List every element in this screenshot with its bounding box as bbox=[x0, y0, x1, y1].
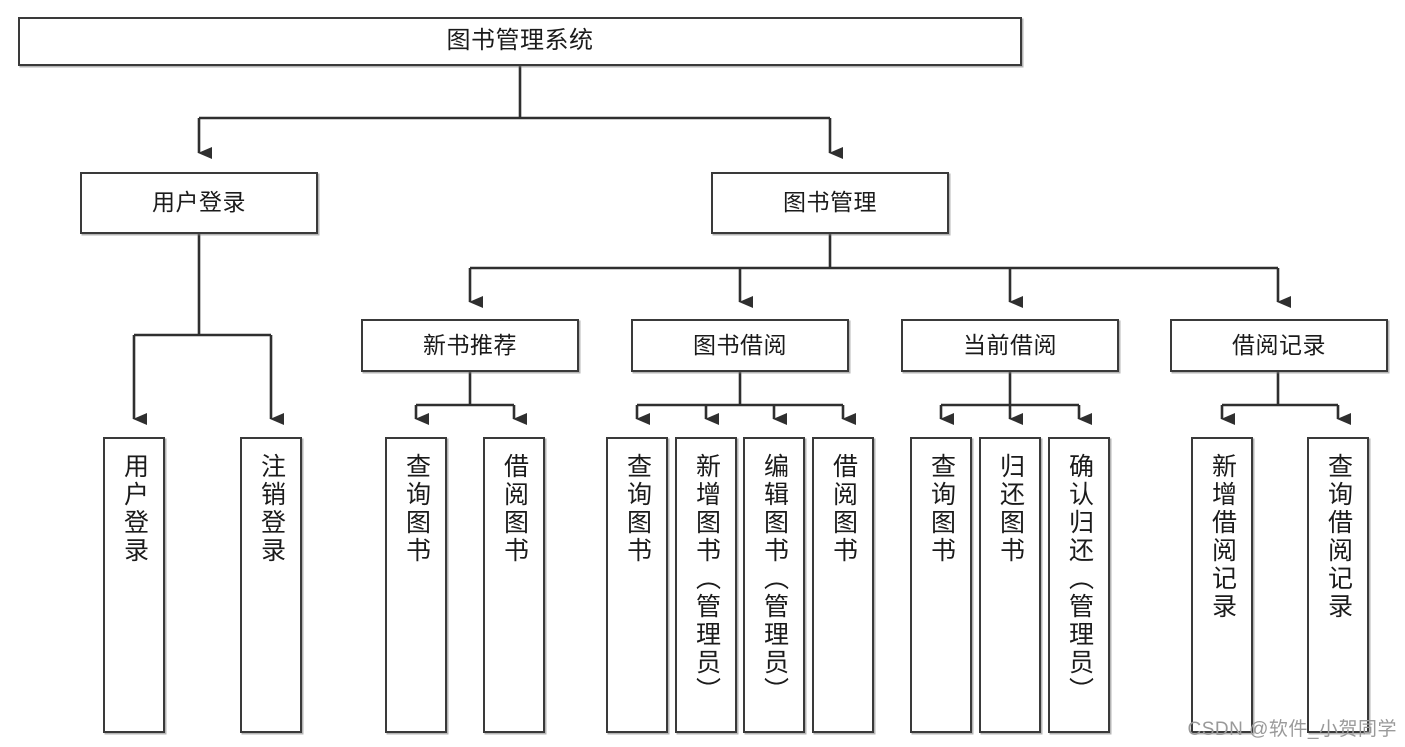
node-leaf-add-record-label: 新增借阅记录 bbox=[1208, 453, 1237, 621]
node-leaf-add-record[interactable]: 新增借阅记录 bbox=[1191, 437, 1253, 733]
node-leaf-add-book[interactable]: 新增图书（管理员） bbox=[675, 437, 737, 733]
node-book-borrow-label: 图书借阅 bbox=[693, 331, 787, 358]
node-leaf-borrow-book-2-label: 借阅图书 bbox=[829, 453, 858, 565]
node-leaf-query-book-3-label: 查询图书 bbox=[927, 453, 956, 565]
node-leaf-user-login-label: 用户登录 bbox=[120, 453, 149, 565]
node-leaf-query-record[interactable]: 查询借阅记录 bbox=[1307, 437, 1369, 733]
node-leaf-borrow-book-1-label: 借阅图书 bbox=[500, 453, 529, 565]
node-user-login[interactable]: 用户登录 bbox=[80, 172, 318, 234]
node-new-book-recommend[interactable]: 新书推荐 bbox=[361, 319, 579, 372]
node-leaf-query-book-3[interactable]: 查询图书 bbox=[910, 437, 972, 733]
node-leaf-query-record-label: 查询借阅记录 bbox=[1324, 453, 1353, 621]
node-leaf-edit-book[interactable]: 编辑图书（管理员） bbox=[743, 437, 805, 733]
node-current-borrow[interactable]: 当前借阅 bbox=[901, 319, 1119, 372]
node-current-borrow-label: 当前借阅 bbox=[963, 331, 1057, 358]
node-root-label: 图书管理系统 bbox=[446, 27, 594, 55]
node-leaf-query-book-1-label: 查询图书 bbox=[402, 453, 431, 565]
node-leaf-borrow-book-1[interactable]: 借阅图书 bbox=[483, 437, 545, 733]
node-leaf-query-book-2[interactable]: 查询图书 bbox=[606, 437, 668, 733]
node-leaf-edit-book-label: 编辑图书（管理员） bbox=[760, 453, 789, 705]
node-leaf-add-book-label: 新增图书（管理员） bbox=[692, 453, 721, 705]
node-book-borrow[interactable]: 图书借阅 bbox=[631, 319, 849, 372]
node-leaf-confirm-return-label: 确认归还（管理员） bbox=[1065, 453, 1094, 705]
node-borrow-record[interactable]: 借阅记录 bbox=[1170, 319, 1388, 372]
node-borrow-record-label: 借阅记录 bbox=[1232, 331, 1326, 358]
node-leaf-query-book-2-label: 查询图书 bbox=[623, 453, 652, 565]
node-leaf-return-book-label: 归还图书 bbox=[996, 453, 1025, 565]
node-user-login-label: 用户登录 bbox=[152, 189, 246, 216]
node-leaf-confirm-return[interactable]: 确认归还（管理员） bbox=[1048, 437, 1110, 733]
node-leaf-query-book-1[interactable]: 查询图书 bbox=[385, 437, 447, 733]
node-leaf-borrow-book-2[interactable]: 借阅图书 bbox=[812, 437, 874, 733]
node-leaf-user-login[interactable]: 用户登录 bbox=[103, 437, 165, 733]
csdn-watermark: CSDN @软件_小贺同学 bbox=[1187, 719, 1397, 740]
node-root[interactable]: 图书管理系统 bbox=[18, 17, 1022, 66]
node-leaf-return-book[interactable]: 归还图书 bbox=[979, 437, 1041, 733]
node-book-manage-label: 图书管理 bbox=[783, 189, 877, 216]
node-book-manage[interactable]: 图书管理 bbox=[711, 172, 949, 234]
node-leaf-logout-login-label: 注销登录 bbox=[257, 453, 286, 565]
node-leaf-logout-login[interactable]: 注销登录 bbox=[240, 437, 302, 733]
node-new-book-recommend-label: 新书推荐 bbox=[423, 331, 517, 358]
